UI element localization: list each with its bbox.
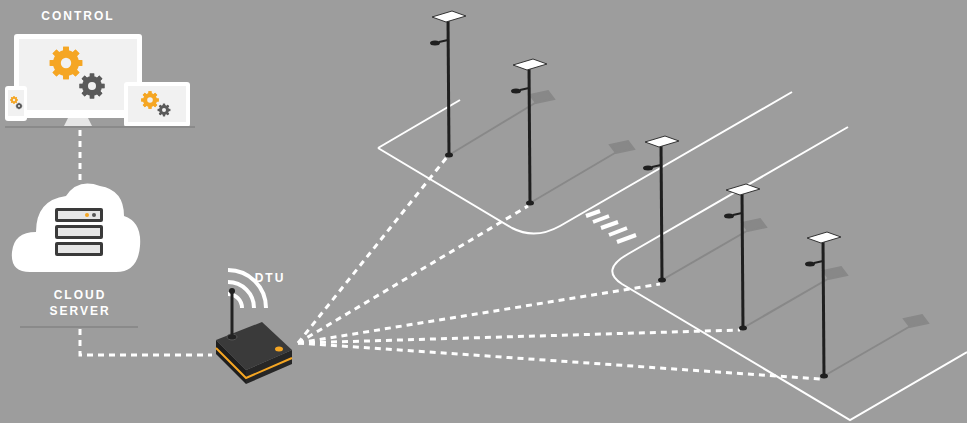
control-icons	[5, 34, 195, 127]
wireless-links	[298, 157, 820, 379]
dashed-connector	[79, 130, 82, 180]
node-label: CLOUD SERVER	[40, 287, 120, 319]
node-label: DTU	[244, 270, 296, 286]
icon-node: CLOUD SERVER	[10, 180, 150, 325]
crosswalk	[586, 211, 636, 242]
street-lamps	[430, 11, 841, 379]
icon-node: CONTROL	[0, 4, 196, 130]
lamp-shadows	[449, 91, 928, 376]
icon-node: DTU	[212, 268, 300, 386]
dtu-device	[216, 270, 292, 384]
node-label: CONTROL	[0, 8, 156, 24]
dashed-connector	[80, 329, 212, 355]
road-outline	[378, 92, 967, 420]
cloud-server-icon	[12, 184, 140, 327]
